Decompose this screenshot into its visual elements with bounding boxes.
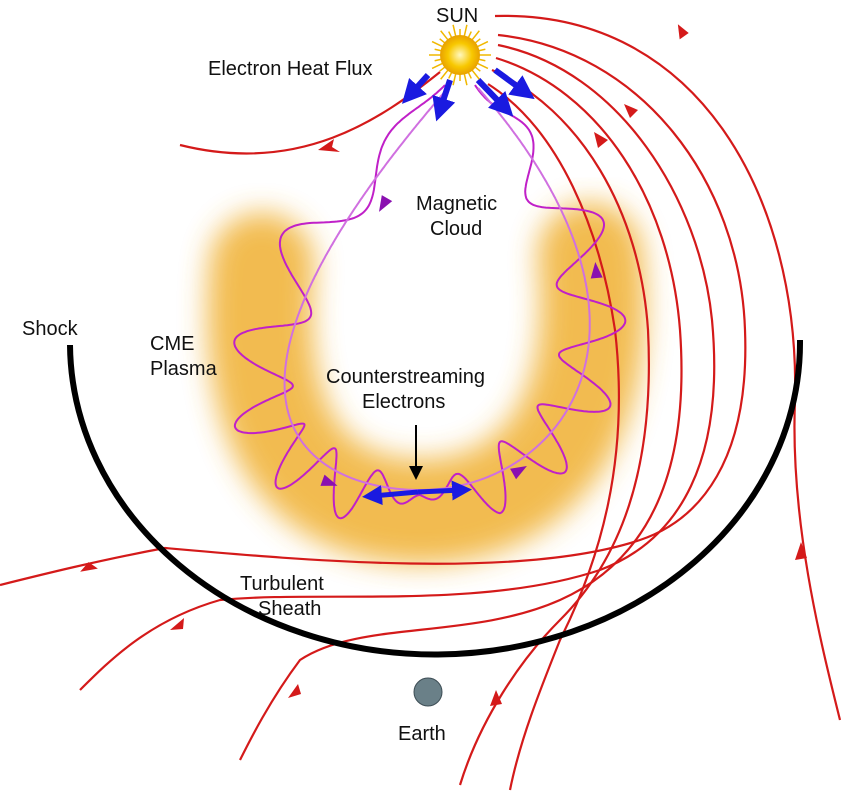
helix-line <box>283 87 449 491</box>
red-arrow-icon <box>624 104 638 118</box>
label-cme-2: Plasma <box>150 358 218 380</box>
field-line <box>494 14 842 721</box>
helix-arrow-icon <box>510 466 527 480</box>
red-arrow-icon <box>288 684 301 698</box>
label-cme: CME <box>150 333 194 355</box>
helix-line <box>420 87 591 491</box>
earth-icon <box>413 677 443 707</box>
shock-front <box>67 339 804 658</box>
label-earth: Earth <box>398 723 446 745</box>
red-arrow-icon <box>490 690 502 706</box>
heat-flux-arrows <box>401 67 535 122</box>
field-line <box>239 56 683 761</box>
label-sun: SUN <box>436 5 478 27</box>
helix-arrow-icon <box>379 195 393 212</box>
label-magnetic-cloud: Magnetic <box>416 193 497 215</box>
label-heat-flux: Electron Heat Flux <box>208 58 373 80</box>
field-line <box>458 68 650 786</box>
label-turbulent-sheath-2: Sheath <box>258 598 321 620</box>
field-line-arrows <box>80 24 807 706</box>
helix-line <box>419 84 627 515</box>
field-line <box>0 33 747 587</box>
field-line <box>487 83 620 791</box>
label-turbulent-sheath: Turbulent <box>240 573 324 595</box>
red-arrow-icon <box>170 618 184 630</box>
field-line <box>179 71 441 155</box>
label-magnetic-cloud-2: Cloud <box>430 218 482 240</box>
helix-arrow-icon <box>590 262 603 279</box>
label-counterstreaming-2: Electrons <box>362 391 445 413</box>
label-counterstreaming: Counterstreaming <box>326 366 485 388</box>
red-arrow-icon <box>594 132 608 148</box>
red-arrow-icon <box>318 139 340 152</box>
cme-plasma <box>207 202 646 565</box>
helix-line <box>233 84 446 520</box>
red-arrow-icon <box>677 24 689 40</box>
magnetic-cloud-helix <box>233 84 627 520</box>
sun-icon <box>429 24 491 86</box>
label-shock: Shock <box>22 318 79 340</box>
helix-arrow-icon <box>320 474 338 486</box>
field-lines <box>0 14 842 791</box>
counterstreaming-arrows <box>362 425 472 506</box>
red-arrow-icon <box>80 562 98 572</box>
red-arrow-icon <box>795 542 807 560</box>
